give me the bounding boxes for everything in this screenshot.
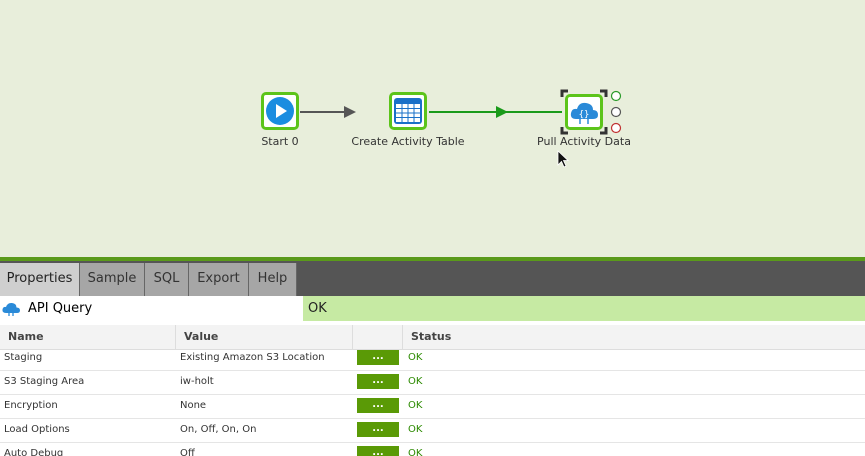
node-label-create-activity-table: Create Activity Table (351, 135, 465, 148)
table-row[interactable]: S3 Staging Area iw-holt ... OK (0, 370, 865, 395)
tab-help[interactable]: Help (249, 263, 297, 296)
node-label-pull-activity-data: Pull Activity Data (537, 135, 631, 148)
table-row[interactable]: Auto Debug Off ... OK (0, 442, 865, 456)
table-icon (394, 98, 422, 124)
component-name: API Query (28, 301, 93, 316)
header-status[interactable]: Status (411, 330, 452, 343)
row-status: OK (408, 448, 423, 456)
svg-text:{}: {} (579, 110, 590, 120)
row-status: OK (408, 400, 423, 411)
row-status: OK (408, 376, 423, 387)
header-name[interactable]: Name (0, 325, 176, 349)
component-status: OK (303, 296, 865, 321)
node-create-activity-table[interactable] (389, 92, 427, 130)
edit-button[interactable]: ... (357, 350, 399, 365)
table-row[interactable]: Staging Existing Amazon S3 Location ... … (0, 346, 865, 371)
tab-bar: Properties Sample SQL Export Help (0, 261, 865, 296)
cloud-api-icon (2, 302, 20, 316)
node-pull-activity-data[interactable]: {} (565, 94, 603, 130)
component-header: API Query OK (0, 296, 865, 321)
component-title: API Query (0, 296, 303, 321)
success-port-icon[interactable] (610, 90, 622, 102)
cloud-api-icon: {} (570, 102, 598, 124)
edit-button[interactable]: ... (357, 446, 399, 456)
node-label-start: Start 0 (261, 135, 299, 148)
connector-layer (300, 89, 622, 168)
play-icon (266, 97, 294, 125)
row-status: OK (408, 352, 423, 363)
row-name: Encryption (4, 400, 58, 411)
table-row[interactable]: Load Options On, Off, On, On ... OK (0, 418, 865, 443)
edit-button[interactable]: ... (357, 422, 399, 437)
row-name: Load Options (4, 424, 70, 435)
row-name: Auto Debug (4, 448, 64, 456)
header-value[interactable]: Value (176, 325, 353, 349)
arrow-head-success (496, 106, 508, 118)
panel-divider[interactable] (0, 257, 865, 261)
row-name: Staging (4, 352, 43, 363)
row-value: Off (180, 448, 195, 456)
arrow-head-default (344, 106, 356, 118)
tab-sample[interactable]: Sample (80, 263, 145, 296)
header-edit (353, 325, 403, 349)
row-value: None (180, 400, 207, 411)
row-value: Existing Amazon S3 Location (180, 352, 325, 363)
row-value: iw-holt (180, 376, 214, 387)
failure-port-icon[interactable] (610, 122, 622, 134)
grid-header: Name Value Status (0, 325, 865, 350)
unconditional-port-icon[interactable] (610, 106, 622, 118)
node-start[interactable] (261, 92, 299, 130)
row-status: OK (408, 424, 423, 435)
edit-button[interactable]: ... (357, 398, 399, 413)
mouse-cursor-icon (557, 150, 570, 168)
edit-button[interactable]: ... (357, 374, 399, 389)
tab-properties[interactable]: Properties (0, 263, 80, 296)
row-value: On, Off, On, On (180, 424, 257, 435)
row-name: S3 Staging Area (4, 376, 85, 387)
tab-sql[interactable]: SQL (145, 263, 189, 296)
job-canvas[interactable]: Start 0 Create Activity Table {} Pull Ac… (0, 0, 865, 257)
component-status-text: OK (308, 301, 327, 316)
properties-grid: Name Value Status Staging Existing Amazo… (0, 321, 865, 456)
tab-export[interactable]: Export (189, 263, 249, 296)
table-row[interactable]: Encryption None ... OK (0, 394, 865, 419)
selection-corners (560, 89, 608, 135)
